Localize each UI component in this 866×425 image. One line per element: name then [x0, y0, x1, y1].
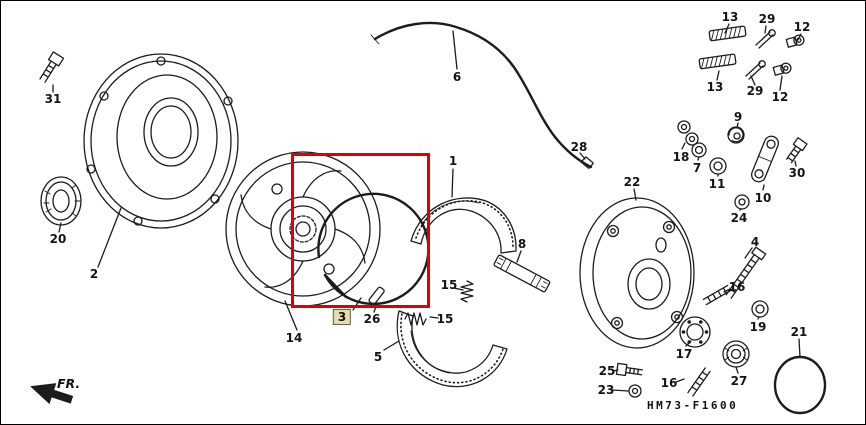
callout-19: 19	[749, 320, 767, 334]
callout-16: 16	[728, 280, 746, 294]
callout-25: 25	[598, 364, 616, 378]
part-washers-18	[677, 120, 699, 146]
part-cable-end-28	[581, 156, 594, 169]
callout-20: 20	[49, 232, 67, 246]
part-bolt-25	[615, 362, 643, 377]
part-bolt-30	[786, 137, 808, 164]
part-spring-9	[727, 126, 745, 144]
callout-8: 8	[517, 237, 527, 251]
callout-21: 21	[790, 325, 808, 339]
callout-14: 14	[285, 331, 303, 345]
callout-10: 10	[754, 191, 772, 205]
callout-29: 29	[746, 84, 764, 98]
part-stud-16a	[702, 284, 732, 306]
callout-11: 11	[708, 177, 726, 191]
callout-2: 2	[89, 267, 99, 281]
part-stud-4	[725, 246, 767, 299]
part-spring-15a	[460, 280, 474, 303]
leader-lines	[52, 23, 802, 392]
part-shoe-5	[396, 310, 508, 388]
diagram-code: HM73-F1600	[647, 399, 739, 412]
callout-13: 13	[721, 10, 739, 24]
fr-label: FR.	[57, 376, 81, 391]
callout-5: 5	[373, 350, 383, 364]
callout-24: 24	[730, 211, 748, 225]
callout-22: 22	[623, 175, 641, 189]
part-bearing-17	[679, 316, 711, 348]
callout-4: 4	[750, 235, 760, 249]
part-arm-10	[750, 135, 780, 183]
part-washer-23	[628, 384, 642, 398]
part-joint-12b	[772, 62, 792, 76]
part-shoe-1	[410, 197, 517, 254]
callout-7: 7	[692, 161, 702, 175]
part-cover-2	[83, 53, 239, 229]
callout-12: 12	[771, 90, 789, 104]
part-pin-26	[368, 286, 385, 305]
part-washer-19	[751, 300, 769, 318]
callout-12: 12	[793, 20, 811, 34]
callout-6: 6	[452, 70, 462, 84]
callout-23: 23	[597, 383, 615, 397]
callout-30: 30	[788, 166, 806, 180]
part-spring-15b	[404, 312, 427, 326]
callout-29: 29	[758, 12, 776, 26]
part-plate-22	[579, 197, 695, 349]
callout-28: 28	[570, 140, 588, 154]
callout-31: 31	[44, 92, 62, 106]
part-joint-29a	[755, 29, 776, 49]
part-shaft-8	[493, 254, 551, 293]
part-stud-16b	[687, 367, 711, 397]
callout-13: 13	[706, 80, 724, 94]
part-bolt-31	[39, 51, 65, 83]
callout-27: 27	[730, 374, 748, 388]
callout-9: 9	[733, 110, 743, 124]
callout-15: 15	[436, 312, 454, 326]
callout-1: 1	[448, 154, 458, 168]
callout-16: 16	[660, 376, 678, 390]
part-ring-24	[734, 194, 750, 210]
callout-17: 17	[675, 347, 693, 361]
part-cable-6	[370, 21, 593, 169]
part-spring-13b	[698, 53, 737, 70]
highlight-box	[291, 153, 430, 308]
callout-26: 26	[363, 312, 381, 326]
callout-3: 3	[332, 309, 352, 325]
callout-18: 18	[672, 150, 690, 164]
callout-15: 15	[440, 278, 458, 292]
fr-arrow-icon	[30, 383, 74, 405]
